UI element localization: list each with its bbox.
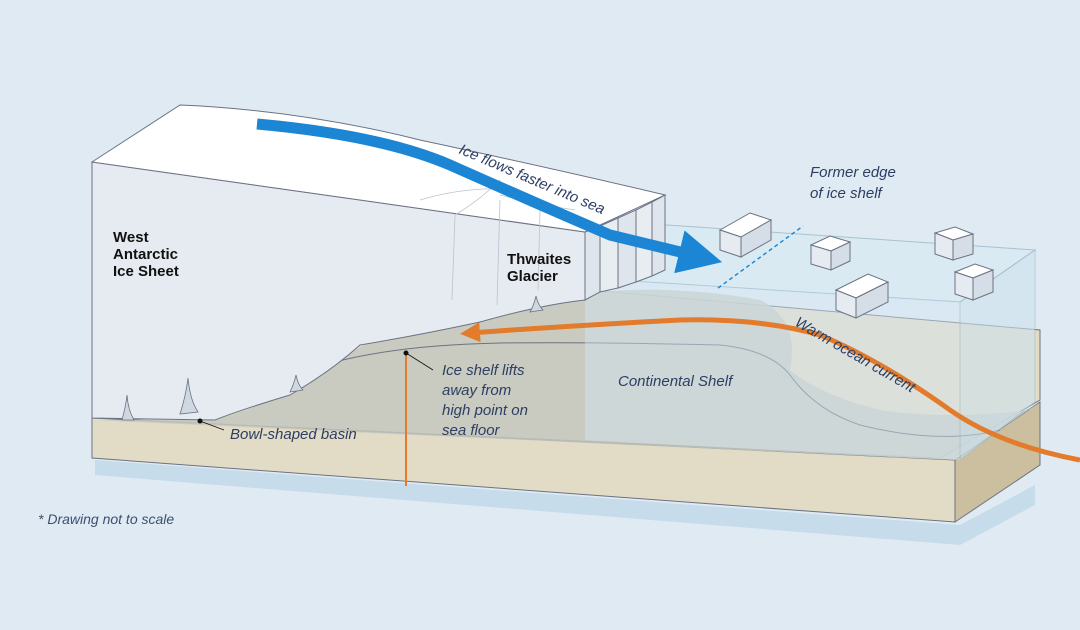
basin-label: Bowl-shaped basin	[230, 426, 357, 443]
iceberg-4	[834, 273, 890, 319]
warm-current-arrow	[460, 317, 1080, 463]
iceberg-2	[809, 235, 852, 271]
former-edge-line	[717, 225, 804, 289]
ice-spikes	[121, 295, 544, 421]
ice-flow-arrow	[256, 118, 723, 274]
ocean-water-front	[585, 278, 960, 460]
high-point-leader	[405, 352, 434, 371]
scale-note: * Drawing not to scale	[38, 511, 174, 527]
sediment-side	[954, 401, 1041, 523]
former-edge-label: Former edge of ice shelf	[810, 164, 900, 202]
shelf-contour	[334, 342, 1001, 437]
continental-shelf	[92, 289, 1040, 460]
ocean-water-side	[959, 249, 1036, 462]
ground-shadow	[95, 460, 1035, 545]
iceberg-5	[953, 263, 995, 301]
continental-shelf-label: Continental Shelf	[618, 373, 734, 390]
ice-sheet-label: West Antarctic Ice Sheet	[113, 229, 182, 280]
iceberg-3	[933, 226, 975, 261]
glacier-label: Thwaites Glacier	[507, 251, 575, 285]
basin-leader	[199, 420, 225, 431]
ice-shelf-lift-label: Ice shelf lifts away from high point on …	[442, 362, 532, 439]
